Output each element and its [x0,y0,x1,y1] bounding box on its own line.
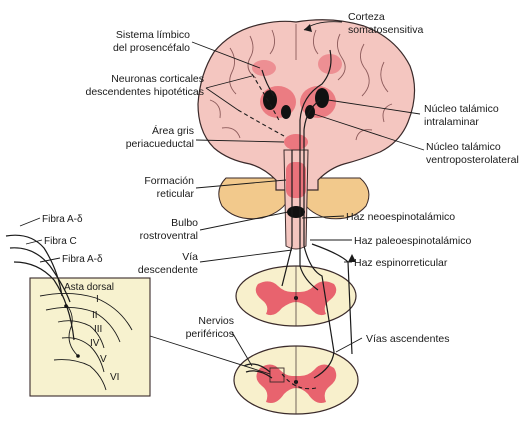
label-haz-espinorreticular: Haz espinorreticular [354,257,448,269]
label-haz-paleoespinotalamico: Haz paleoespinotalámico [354,235,471,247]
cortex-highlight [318,54,342,74]
label-fibra-c: Fibra C [44,236,77,247]
label-lamina-iii: III [94,324,102,335]
label-lamina-ii: II [92,310,98,321]
label-asta-dorsal: Asta dorsal [64,282,114,293]
intralaminar-nucleus-right [315,88,329,108]
neuron-dot-1 [64,304,68,308]
label-lamina-vi: VI [110,372,119,383]
spinal-cord-section-upper [236,266,356,326]
vpl-nucleus-left [281,105,291,119]
label-fibra-a-delta-1: Fibra A-δ [42,214,83,225]
label-lamina-i: I [96,294,99,305]
neuron-dot-2 [76,354,80,358]
inset-box [30,278,150,396]
intralaminar-nucleus-left [263,90,277,110]
limbic-system-area [252,60,276,76]
inset-connector [150,336,270,374]
label-vias-ascendentes: Vías ascendentes [366,333,449,345]
reticular-formation [286,162,306,198]
spinal-cord-section-lower [234,346,358,414]
label-haz-neoespinotalamico: Haz neoespinotalámico [346,211,455,223]
label-fibra-a-delta-2: Fibra A-δ [62,254,103,265]
rostroventral-medulla [287,206,305,218]
label-lamina-iv: IV [90,338,100,349]
label-lamina-v: V [100,354,107,365]
